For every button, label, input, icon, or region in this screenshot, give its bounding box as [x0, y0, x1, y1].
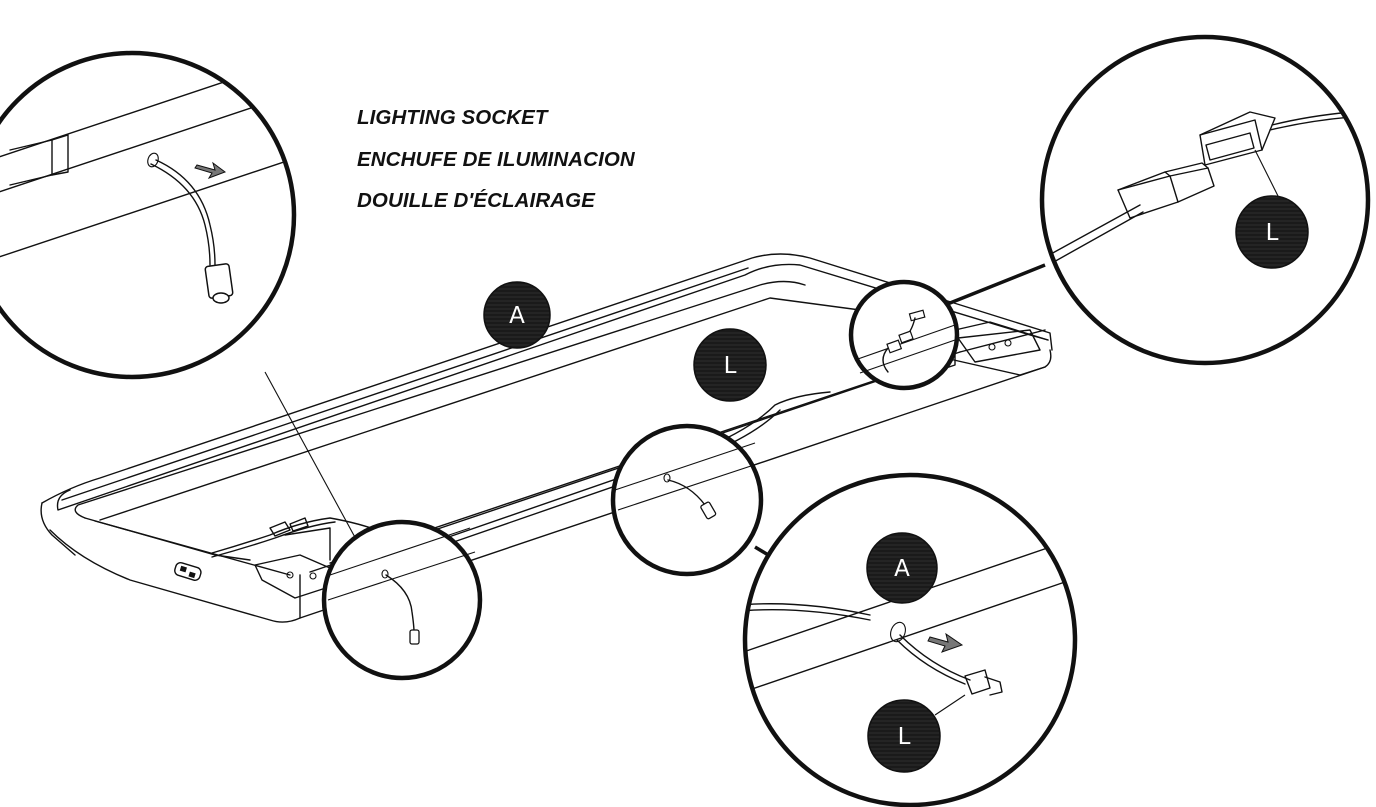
callout-lighting-socket: [0, 50, 297, 380]
badge-cable-letter: L: [724, 353, 737, 379]
label-badge-frame: A: [483, 281, 551, 349]
leader-line-connector: [939, 263, 1046, 309]
inset-circle-left: [321, 519, 483, 681]
callout-cable-connector: [1039, 34, 1371, 366]
label-badge-cable: L: [693, 328, 767, 402]
inset-circle-right: [848, 279, 960, 391]
label-badge-cable-connector: L: [1235, 195, 1309, 269]
label-badge-frame-detail: A: [866, 532, 938, 604]
label-badge-cable-detail: L: [867, 699, 941, 773]
callout-socket-detail: [742, 472, 1078, 807]
caption-spanish: ENCHUFE DE ILUMINACION: [357, 148, 636, 171]
inset-circle-middle: [610, 423, 764, 577]
badge-frame-letter: A: [509, 303, 525, 329]
badge-connector-letter: L: [1266, 220, 1279, 246]
caption-english: LIGHTING SOCKET: [357, 106, 549, 129]
badge-detail-frame-letter: A: [894, 556, 910, 582]
lighting-socket-caption: LIGHTING SOCKET ENCHUFE DE ILUMINACION D…: [357, 106, 636, 212]
badge-detail-cable-letter: L: [898, 724, 911, 750]
caption-french: DOUILLE D'ÉCLAIRAGE: [357, 189, 596, 212]
